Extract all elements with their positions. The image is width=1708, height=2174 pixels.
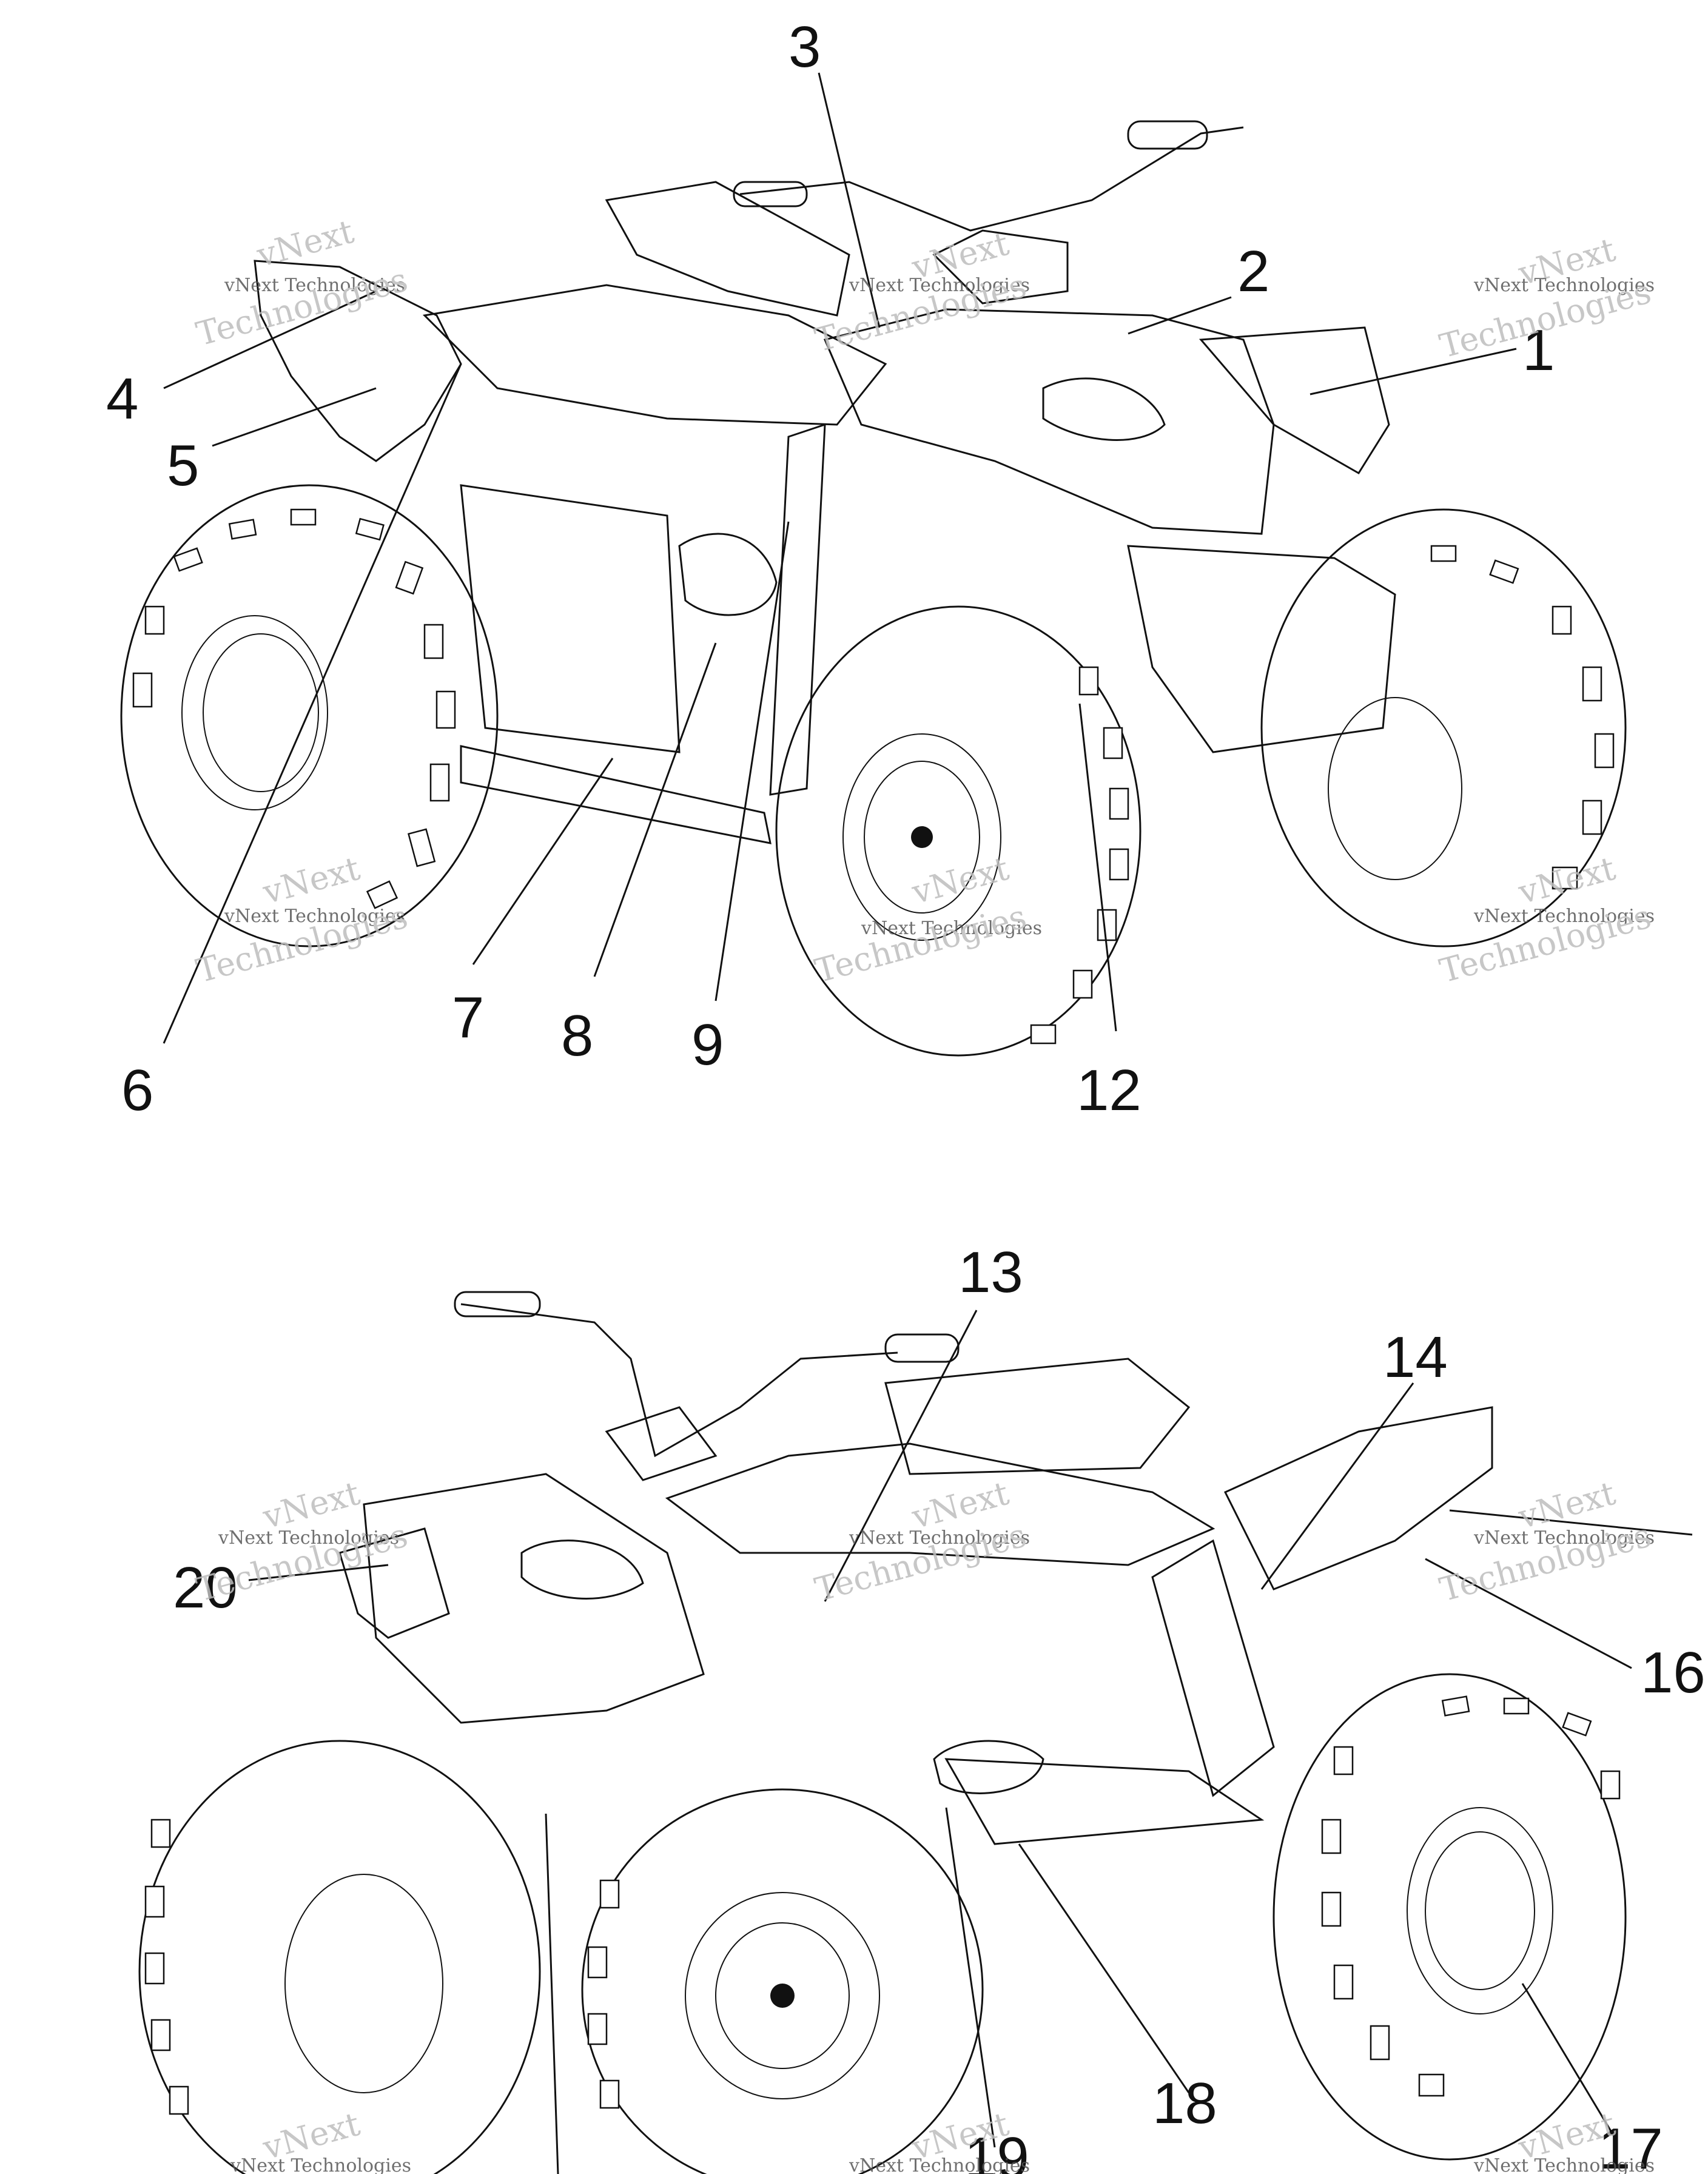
left-grip-bottom: [454, 1291, 541, 1318]
front-near-tire-bottom: [581, 1788, 984, 2174]
seat-bottom: [884, 1358, 1191, 1475]
atv-top-illustration: [120, 120, 1627, 1057]
headlight: [1042, 377, 1166, 441]
rear-right-tread: [1430, 545, 1615, 890]
svg-text:vNext Technologies: vNext Technologies: [218, 1527, 399, 1549]
callout-5: 5: [167, 433, 199, 498]
svg-text:vNext Technologies: vNext Technologies: [1473, 906, 1655, 927]
callout-7: 7: [452, 985, 484, 1050]
svg-text:vNext Technologies: vNext Technologies: [224, 906, 405, 927]
callout-18: 18: [1152, 2071, 1217, 2136]
front-fender: [1199, 326, 1390, 475]
frame-tube: [769, 423, 826, 796]
watermark-9: vNext vNext Technologies Technologies: [1436, 1474, 1655, 1609]
front-left-tire: [775, 605, 1141, 1057]
watermark-11: vNext vNext Technologies: [849, 2105, 1030, 2174]
front-fender-bottom: [338, 1527, 450, 1639]
footrest-bottom: [944, 1758, 1265, 1845]
callout-9: 9: [691, 1012, 724, 1077]
gauge-pod-bottom: [605, 1406, 718, 1481]
callout-20: 20: [173, 1555, 238, 1620]
callouts-bottom: 13 14 20 16 18 17 19: [173, 1240, 1706, 2174]
atv-bottom-illustration: [138, 1291, 1627, 2174]
svg-text:vNext Technologies: vNext Technologies: [849, 1527, 1030, 1549]
front-left-rim: [842, 733, 1001, 941]
svg-text:vNext Technologies: vNext Technologies: [849, 2155, 1030, 2174]
left-grip: [733, 181, 808, 207]
rear-frame-bottom: [1151, 1539, 1275, 1797]
front-bumper: [1127, 545, 1396, 753]
rear-rack: [605, 181, 850, 317]
svg-text:vNext Technologies: vNext Technologies: [1473, 1527, 1655, 1549]
right-grip: [1127, 120, 1208, 150]
rear-left-rim: [181, 615, 328, 810]
leader-lines-top: [163, 72, 1517, 1044]
front-body: [823, 308, 1275, 535]
callout-13: 13: [958, 1240, 1023, 1305]
right-grip-bottom: [884, 1333, 960, 1363]
svg-text:vNext Technologies: vNext Technologies: [230, 2155, 411, 2174]
seat: [422, 284, 887, 426]
headlight-bottom: [520, 1540, 644, 1600]
callout-4: 4: [106, 366, 138, 431]
svg-text:vNext Technologies: vNext Technologies: [1473, 2155, 1655, 2174]
watermark-1: vNext vNext Technologies Technologies: [192, 212, 412, 354]
footrest: [460, 745, 772, 844]
callout-2: 2: [1237, 239, 1269, 304]
engine-bottom: [933, 1740, 1044, 1794]
callout-6: 6: [121, 1058, 153, 1123]
front-left-tread: [1030, 666, 1129, 1045]
rear-right-tire-bottom: [1273, 1673, 1627, 2161]
fuel-tank: [665, 1442, 1215, 1566]
rear-left-tread: [132, 508, 456, 909]
rear-right-tread-bottom: [1321, 1695, 1621, 2097]
svg-text:vNext Technologies: vNext Technologies: [1473, 275, 1655, 296]
rear-right-tire: [1260, 508, 1627, 947]
leader-lines-bottom: [248, 1310, 1693, 2174]
watermark-2: vNext vNext Technologies Technologies: [811, 224, 1031, 360]
svg-text:vNext Technologies: vNext Technologies: [861, 918, 1042, 939]
front-body-bottom: [363, 1473, 705, 1724]
svg-text:vNext Technologies: vNext Technologies: [849, 275, 1030, 296]
handlebar-bottom: [460, 1303, 898, 1458]
callout-14: 14: [1383, 1325, 1448, 1390]
watermark-7: vNext vNext Technologies Technologies: [192, 1474, 412, 1609]
callout-16: 16: [1641, 1640, 1706, 1705]
rear-left-tire: [120, 484, 499, 947]
gauge-pod: [932, 229, 1069, 305]
svg-text:vNext Technologies: vNext Technologies: [224, 275, 405, 296]
watermark-8: vNext vNext Technologies Technologies: [811, 1474, 1031, 1609]
side-panel: [460, 484, 681, 753]
callout-12: 12: [1077, 1058, 1141, 1123]
callout-19: 19: [964, 2125, 1029, 2174]
callout-8: 8: [561, 1003, 593, 1068]
front-far-tire-bottom: [138, 1740, 541, 2174]
callout-3: 3: [788, 15, 821, 79]
callout-1: 1: [1522, 318, 1555, 383]
rear-fender: [254, 260, 462, 462]
front-far-tread-bottom: [144, 1819, 189, 2115]
handlebar: [739, 126, 1244, 232]
rear-fender-bottom: [1223, 1406, 1493, 1590]
callouts-top: 3 2 1 4 5 6 7 8 9 12: [106, 15, 1555, 1123]
engine: [678, 533, 778, 616]
front-left-hub: [911, 826, 933, 848]
callout-17: 17: [1598, 2116, 1663, 2174]
rear-right-rim: [1328, 697, 1462, 880]
front-near-tread-bottom: [587, 1879, 620, 2109]
